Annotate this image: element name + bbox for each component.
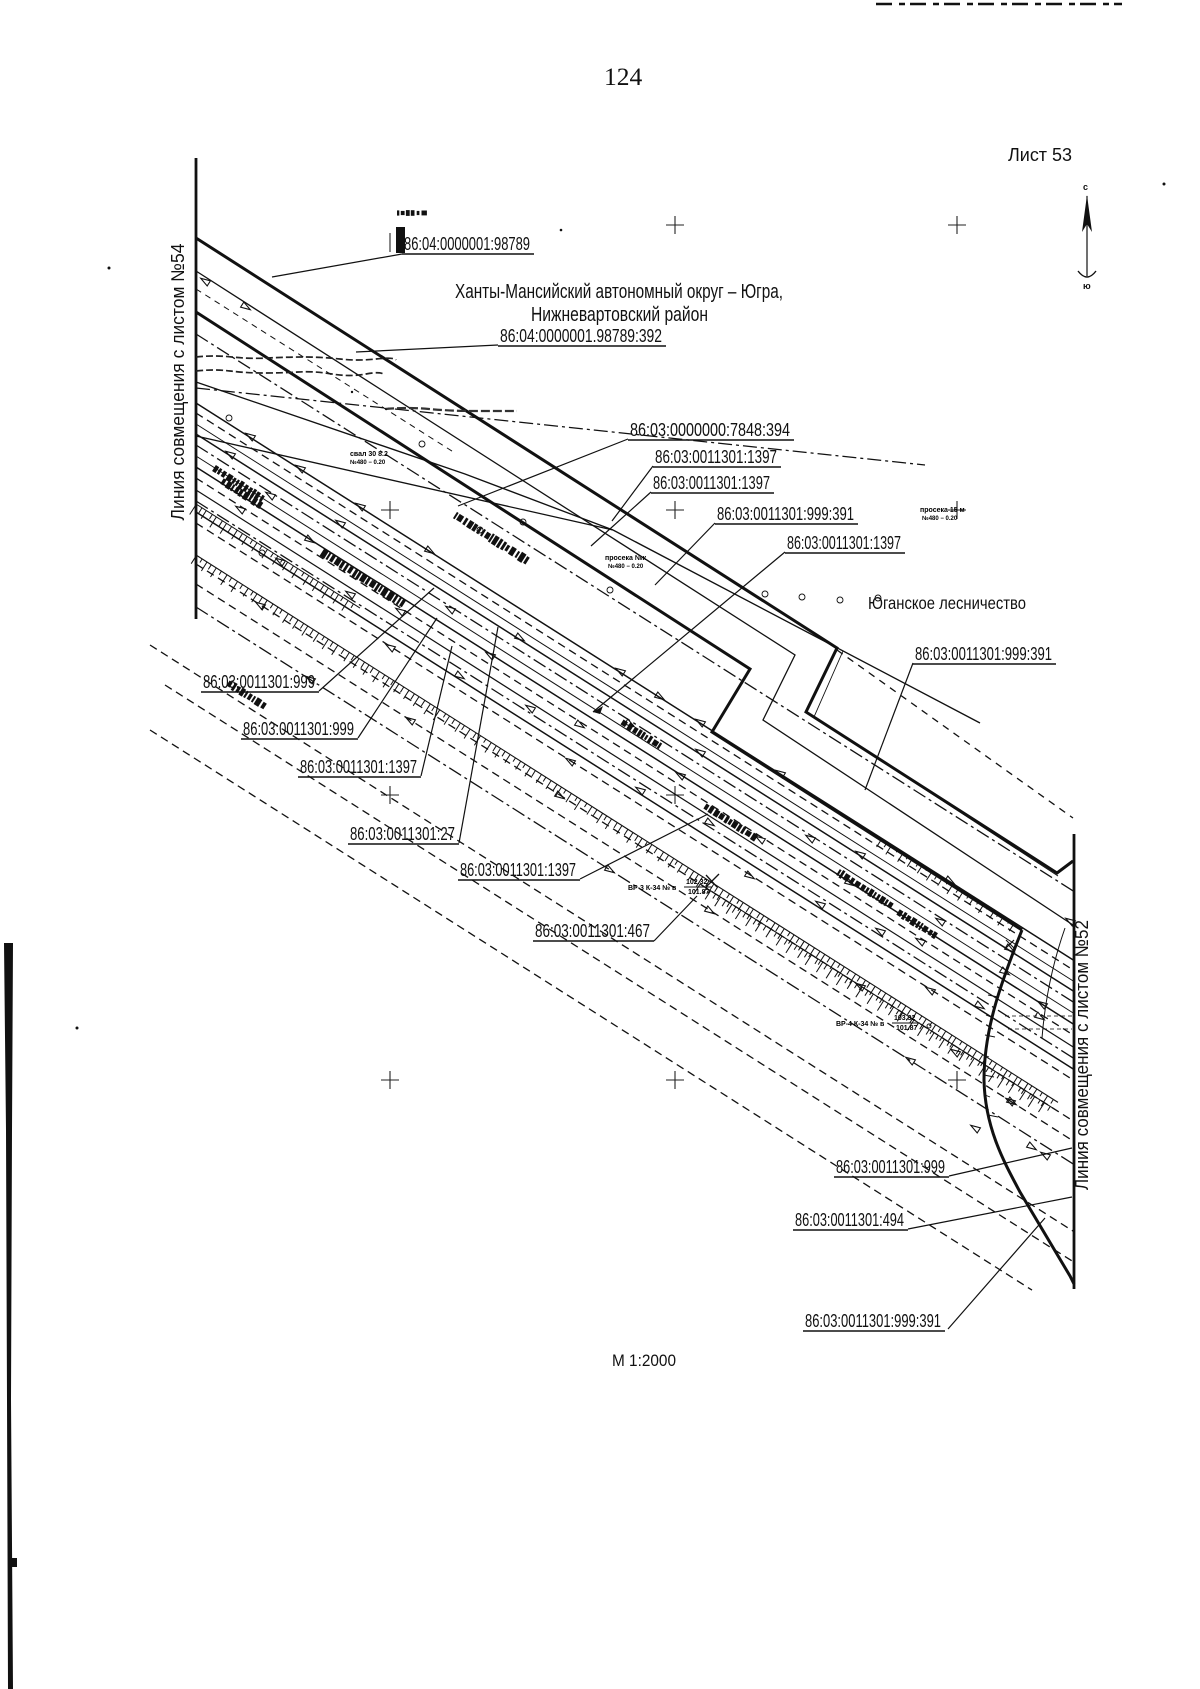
svg-text:124: 124 [604, 62, 643, 91]
svg-text:86:03:0011301:999: 86:03:0011301:999 [203, 671, 315, 692]
svg-text:свал 30 8.2: свал 30 8.2 [350, 451, 388, 458]
svg-text:М 1:2000: М 1:2000 [612, 1351, 676, 1370]
svg-text:просека №к: просека №к [605, 554, 647, 562]
svg-text:86:03:0011301:467: 86:03:0011301:467 [535, 920, 650, 941]
svg-text:86:03:0011301:1397: 86:03:0011301:1397 [653, 472, 770, 493]
svg-text:86:03:0011301:1397: 86:03:0011301:1397 [655, 446, 777, 467]
svg-text:86:04:0000001:98789: 86:04:0000001:98789 [404, 233, 530, 254]
svg-text:ВР-4 К-34 № в: ВР-4 К-34 № в [836, 1020, 885, 1028]
svg-text:№480 − 0.20: №480 − 0.20 [922, 515, 958, 522]
svg-text:86:03:0011301:1397: 86:03:0011301:1397 [460, 859, 576, 880]
svg-text:просека 15 м: просека 15 м [920, 507, 965, 514]
svg-text:101.87: 101.87 [688, 889, 710, 896]
svg-text:Линия совмещения с листом №52: Линия совмещения с листом №52 [1071, 920, 1092, 1190]
svg-text:86:03:0011301:999:391: 86:03:0011301:999:391 [915, 643, 1052, 664]
svg-text:с: с [1083, 182, 1088, 192]
svg-text:Юганское лесничество: Юганское лесничество [868, 593, 1026, 613]
svg-text:86:04:0000001.98789:392: 86:04:0000001.98789:392 [500, 325, 662, 346]
svg-text:86:03:0000000:7848:394: 86:03:0000000:7848:394 [630, 419, 790, 440]
svg-text:103.32: 103.32 [894, 1015, 916, 1022]
svg-text:86:03:0011301:1397: 86:03:0011301:1397 [787, 532, 901, 553]
svg-text:№480 − 0.20: №480 − 0.20 [608, 563, 644, 570]
svg-text:86:03:0011301:999:391: 86:03:0011301:999:391 [717, 503, 854, 524]
svg-text:101.87: 101.87 [896, 1025, 918, 1032]
svg-text:86:03:0011301:27: 86:03:0011301:27 [350, 823, 455, 844]
svg-text:Линия совмещения с листом №54: Линия совмещения с листом №54 [167, 244, 188, 521]
svg-text:ю: ю [1083, 281, 1091, 291]
svg-text:86:03:0011301:999:391: 86:03:0011301:999:391 [805, 1310, 941, 1331]
svg-text:86:03:0011301:999: 86:03:0011301:999 [243, 718, 354, 739]
svg-text:Ханты-Мансийский автономный ок: Ханты-Мансийский автономный округ – Югра… [455, 281, 783, 303]
svg-text:Нижневартовский район: Нижневартовский район [531, 304, 708, 326]
svg-text:102.32: 102.32 [686, 879, 708, 886]
svg-text:№480 − 0.20: №480 − 0.20 [350, 459, 386, 466]
svg-text:Лист 53: Лист 53 [1008, 144, 1072, 165]
svg-text:86:03:0011301:494: 86:03:0011301:494 [795, 1209, 904, 1230]
svg-text:86:03:0011301:999: 86:03:0011301:999 [836, 1156, 945, 1177]
svg-text:86:03:0011301:1397: 86:03:0011301:1397 [300, 756, 417, 777]
svg-text:ВР-3 К-34 № в: ВР-3 К-34 № в [628, 884, 677, 892]
